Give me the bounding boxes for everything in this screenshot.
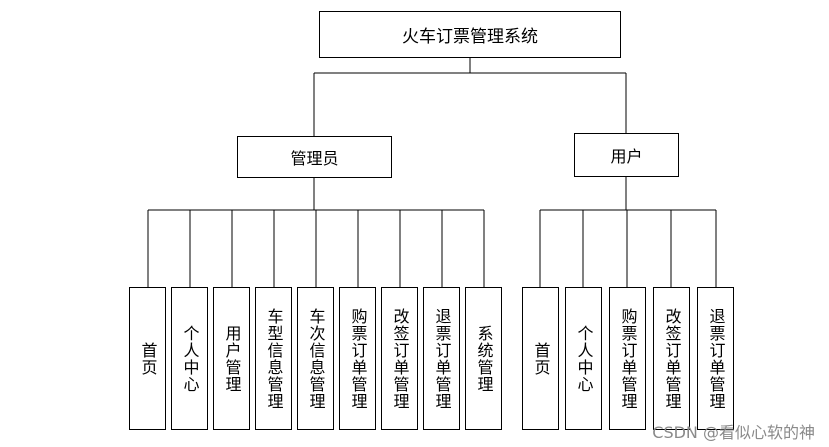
root-label: 火车订票管理系统 <box>402 27 538 47</box>
user-leaf-rebooking-order-management: 改签订单管理 <box>653 287 690 430</box>
user-node: 用户 <box>574 133 679 177</box>
admin-leaf-user-management-label: 用户管理 <box>222 324 242 393</box>
admin-leaf-rebooking-order-management-label: 改签订单管理 <box>390 307 410 410</box>
user-leaf-personal-center: 个人中心 <box>565 287 602 430</box>
admin-leaf-home: 首页 <box>129 287 166 430</box>
root-node: 火车订票管理系统 <box>319 11 621 58</box>
user-label: 用户 <box>610 147 643 166</box>
user-leaf-purchase-order-management: 购票订单管理 <box>609 287 646 430</box>
admin-node: 管理员 <box>237 136 392 178</box>
admin-leaf-train-type-management: 车型信息管理 <box>255 287 292 430</box>
admin-leaf-refund-order-management: 退票订单管理 <box>423 287 460 430</box>
user-leaf-personal-center-label: 个人中心 <box>574 324 594 393</box>
user-leaf-refund-order-management: 退票订单管理 <box>697 287 734 430</box>
user-leaf-refund-order-management-label: 退票订单管理 <box>706 307 726 410</box>
admin-leaf-personal-center: 个人中心 <box>171 287 208 430</box>
watermark-text: CSDN @看似心软的神 <box>652 423 815 442</box>
admin-leaf-train-type-management-label: 车型信息管理 <box>264 307 284 410</box>
admin-leaf-personal-center-label: 个人中心 <box>180 324 200 393</box>
user-leaf-rebooking-order-management-label: 改签订单管理 <box>662 307 682 410</box>
admin-leaf-purchase-order-management: 购票订单管理 <box>339 287 376 430</box>
admin-label: 管理员 <box>290 149 339 168</box>
admin-leaf-train-trip-management-label: 车次信息管理 <box>306 307 326 410</box>
user-leaf-purchase-order-management-label: 购票订单管理 <box>618 307 638 410</box>
admin-leaf-purchase-order-management-label: 购票订单管理 <box>348 307 368 410</box>
admin-leaf-system-management-label: 系统管理 <box>474 324 494 393</box>
admin-leaf-refund-order-management-label: 退票订单管理 <box>432 307 452 410</box>
admin-leaf-train-trip-management: 车次信息管理 <box>297 287 334 430</box>
admin-leaf-system-management: 系统管理 <box>465 287 502 430</box>
admin-leaf-home-label: 首页 <box>138 341 158 376</box>
user-leaf-home-label: 首页 <box>531 341 551 376</box>
admin-leaf-user-management: 用户管理 <box>213 287 250 430</box>
admin-leaf-rebooking-order-management: 改签订单管理 <box>381 287 418 430</box>
user-leaf-home: 首页 <box>522 287 559 430</box>
